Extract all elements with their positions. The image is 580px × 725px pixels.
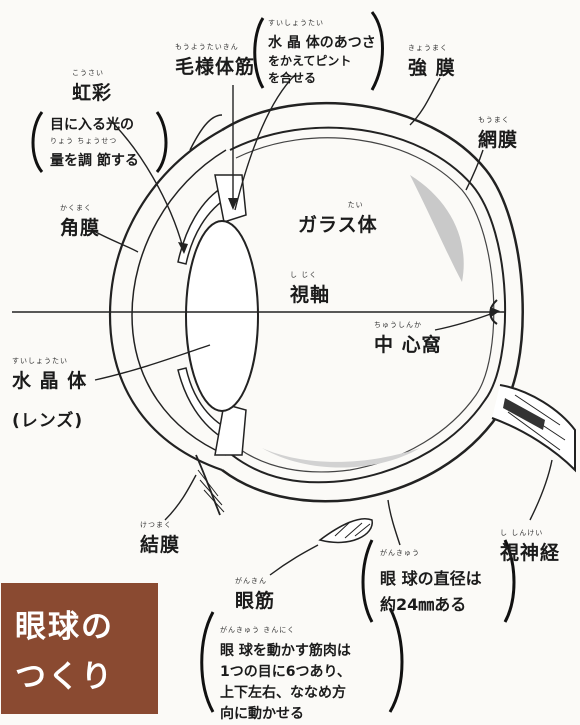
bracket-diameter-left xyxy=(361,539,374,623)
vitreous-shade-top xyxy=(410,175,464,282)
pointer-diameter xyxy=(387,499,401,546)
pointer-conjunctiva xyxy=(164,474,197,521)
label-cornea: かくまく 角膜 xyxy=(60,204,101,239)
conjunctiva xyxy=(195,454,221,516)
label-lens-paren: (レンズ) xyxy=(12,411,84,431)
note-lens-thickness: すいしょうたい 水 晶 体のあつさ をかえてピント を合せる xyxy=(268,19,376,85)
optic-nerve xyxy=(491,384,576,473)
label-retina: もうまく 網膜 xyxy=(478,116,519,151)
pointer-retina xyxy=(465,149,484,191)
label-iris: こうさい 虹彩 xyxy=(72,69,113,104)
note-iris: 目に入る光の りょう ちょうせつ 量を調 節する xyxy=(50,117,139,169)
pointer-sclera xyxy=(409,77,441,126)
choroid-line xyxy=(235,137,495,473)
title-line-2: つくり xyxy=(15,659,114,695)
label-vitreous: たい ガラス体 xyxy=(298,201,378,236)
label-ciliary-muscle: もうようたいきん 毛様体筋 xyxy=(175,43,256,78)
vitreous-shade-bottom xyxy=(262,448,420,468)
label-optic-nerve: し しんけい 視神経 xyxy=(500,529,561,564)
retina-line xyxy=(229,126,507,484)
pointer-iris-head xyxy=(178,242,188,254)
upper-muscle xyxy=(189,114,223,151)
sclera-outer xyxy=(221,101,524,503)
conjunctiva-hatch xyxy=(197,469,225,513)
optic-nerve-dark xyxy=(503,398,545,430)
bracket-thickness-left xyxy=(253,17,265,89)
pointer-fovea xyxy=(434,311,497,331)
pointer-cornea xyxy=(91,229,139,253)
label-fovea: ちゅうしんか 中 心窩 xyxy=(374,321,442,356)
bracket-iris-left xyxy=(31,111,44,173)
label-lens: すいしょうたい 水 晶 体 xyxy=(12,357,88,392)
label-visual-axis: し じく 視軸 xyxy=(290,271,331,306)
pointer-thickness xyxy=(234,74,296,211)
pointer-iris xyxy=(109,119,184,249)
title-box: 眼球の つくり xyxy=(1,583,158,714)
pointer-ciliary-head xyxy=(228,198,238,210)
bracket-muscle-right xyxy=(388,607,404,713)
note-eye-muscle: がんきゅう きんにく 眼 球を動かす筋肉は 1つの目に6つあり、 上下左右、なな… xyxy=(220,626,351,722)
eye-muscle-hatch xyxy=(334,521,371,539)
pointer-lens xyxy=(94,344,211,381)
note-eyeball-diameter: がんきゅう 眼 球の直径は 約24㎜ある xyxy=(380,549,482,614)
iris-upper xyxy=(177,183,231,265)
bracket-thickness-right xyxy=(370,11,384,91)
pointer-muscle xyxy=(269,544,319,576)
cornea-inner xyxy=(131,149,227,456)
label-sclera: きょうまく 強 膜 xyxy=(408,44,456,79)
pointer-fovea-head xyxy=(490,307,500,317)
bracket-diameter-right xyxy=(503,539,516,623)
eye-muscle xyxy=(318,518,373,544)
label-conjunctiva: けつまく 結膜 xyxy=(140,521,181,556)
fovea xyxy=(489,299,498,325)
ciliary-lower xyxy=(214,403,247,456)
pointer-nerve xyxy=(529,459,553,521)
bracket-iris-right xyxy=(155,111,168,173)
title-line-1: 眼球の xyxy=(15,609,114,645)
bracket-muscle-left xyxy=(200,611,215,713)
iris-lower xyxy=(177,367,231,442)
lens xyxy=(185,220,259,412)
cornea-outer xyxy=(108,129,223,472)
label-eye-muscle: がんきん 眼筋 xyxy=(235,577,276,612)
